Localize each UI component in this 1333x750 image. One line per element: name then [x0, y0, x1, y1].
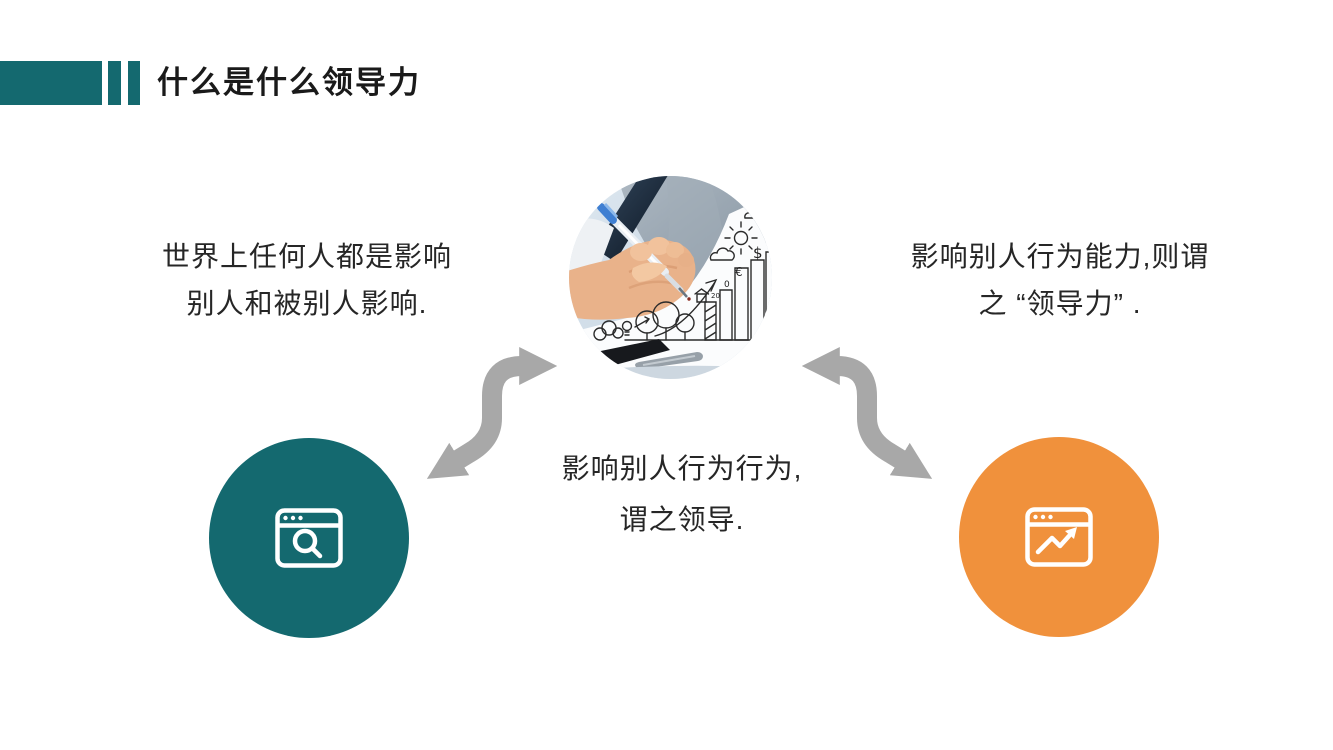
title-accent-bar: [0, 61, 102, 105]
hand: [569, 239, 696, 320]
center-text-line-2: 谓之领导.: [619, 504, 745, 535]
left-text-block: 世界上任何人都是影响 别人和被别人影响.: [147, 233, 467, 327]
svg-text:0: 0: [724, 280, 730, 290]
magnifier-glyph: [292, 528, 323, 559]
center-text-line-1: 影响别人行为行为,: [561, 453, 803, 484]
right-text-line-2: 之 “领导力” .: [978, 288, 1142, 319]
browser-search-icon: [275, 508, 343, 568]
right-text-line-1: 影响别人行为能力,则谓: [910, 241, 1210, 272]
table-edge: [569, 365, 772, 379]
s-curve-arrow-left: [426, 347, 558, 479]
doodle-sketches: [593, 209, 772, 341]
hand-writing-photo: $ € 0 20: [569, 176, 772, 379]
svg-text:20: 20: [711, 292, 720, 300]
svg-text:$: $: [753, 244, 763, 262]
browser-trend-up-icon: [1025, 507, 1093, 567]
sketch-paper: [569, 192, 772, 379]
trend-badge-circle: [959, 437, 1159, 637]
center-text-block: 影响别人行为行为, 谓之领导.: [532, 443, 832, 545]
notebook-edge: [591, 339, 670, 365]
search-badge-circle: [209, 438, 409, 638]
left-text-line-2: 别人和被别人影响.: [186, 288, 428, 319]
right-text-block: 影响别人行为能力,则谓 之 “领导力” .: [890, 233, 1230, 327]
title-accent-stripe-2: [128, 61, 140, 105]
title-accent-stripe-1: [108, 61, 121, 105]
svg-text:€: €: [735, 265, 743, 279]
dark-sleeve: [594, 176, 670, 262]
trend-up-glyph: [1035, 527, 1077, 555]
s-curve-arrow-right: [801, 347, 933, 479]
thumb: [631, 262, 667, 282]
page-title: 什么是什么领导力: [157, 65, 421, 100]
left-text-line-1: 世界上任何人都是影响: [161, 241, 452, 272]
